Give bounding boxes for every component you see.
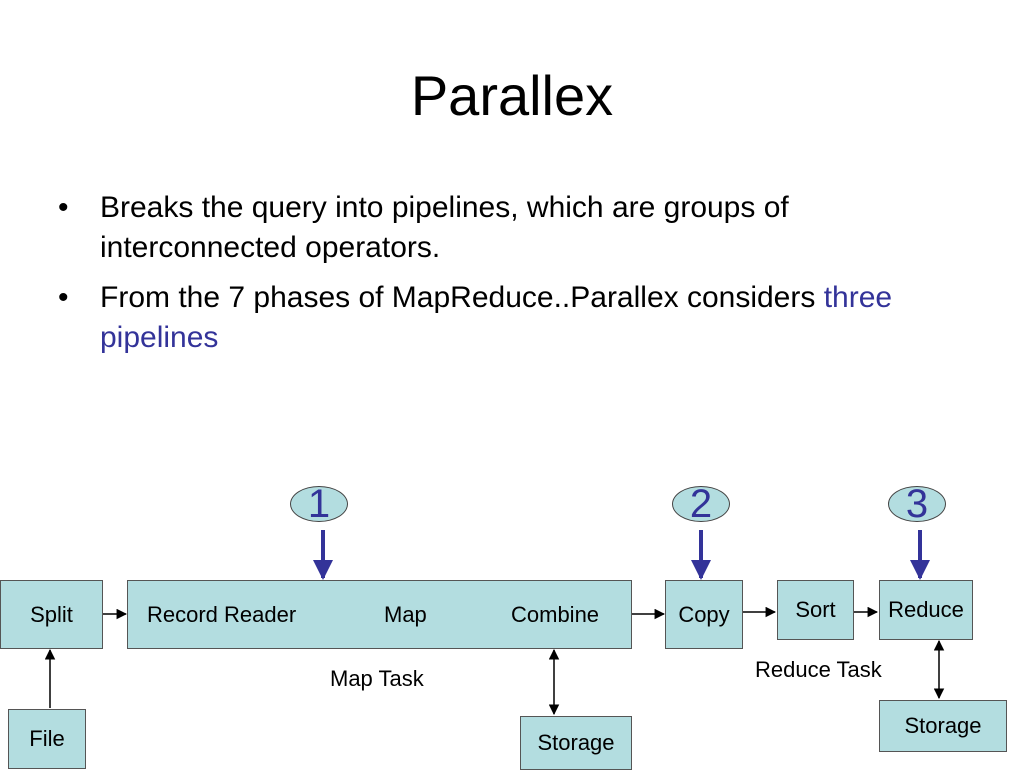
bullet-dot: • — [58, 281, 69, 314]
bullet-highlight: three pipelines — [100, 281, 893, 354]
pipeline-badge-2: 2 — [672, 484, 730, 524]
split-box: Split — [0, 580, 103, 649]
record-reader-label: Record Reader — [147, 602, 297, 627]
reduce-box: Reduce — [879, 580, 973, 640]
bullet-list: • Breaks the query into pipelines, which… — [58, 188, 958, 368]
storage-box-reduce: Storage — [879, 700, 1007, 752]
sort-box: Sort — [777, 580, 854, 640]
storage-box-map: Storage — [520, 716, 632, 770]
combine-label: Combine — [511, 602, 600, 627]
reduce-task-caption: Reduce Task — [755, 657, 882, 682]
slide-title: Parallex — [410, 64, 614, 127]
file-box: File — [8, 709, 86, 769]
bullet-text: From the 7 phases of MapReduce..Parallex… — [100, 281, 824, 314]
map-task-caption: Map Task — [330, 666, 424, 691]
pipeline-badge-1: 1 — [290, 484, 348, 524]
copy-box: Copy — [665, 580, 743, 649]
bullet-item: • Breaks the query into pipelines, which… — [58, 188, 958, 268]
bullet-item: • From the 7 phases of MapReduce..Parall… — [58, 278, 958, 358]
bullet-dot: • — [58, 191, 69, 224]
map-label: Map — [384, 602, 427, 627]
pipeline-badge-3: 3 — [888, 484, 946, 524]
map-task-box — [127, 580, 632, 649]
bullet-text: Breaks the query into pipelines, which a… — [100, 191, 789, 264]
